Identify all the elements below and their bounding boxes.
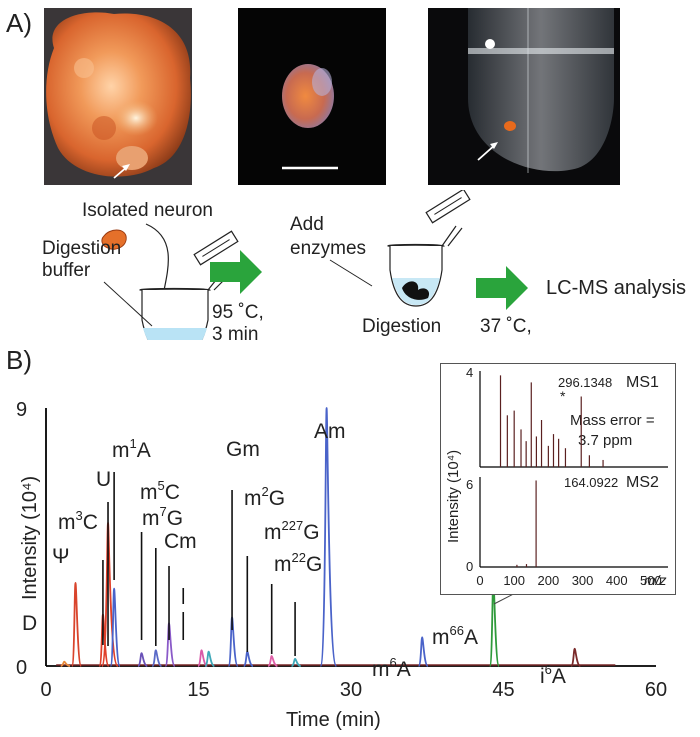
peak-label-10: m227G — [264, 518, 320, 544]
ms2-ytick-top: 6 — [466, 477, 473, 492]
x-tick-0: 0 — [40, 679, 51, 701]
peak-unlabeled-8 — [197, 649, 208, 667]
neuron-photo-isolated — [238, 8, 386, 185]
peak-m6A — [417, 636, 429, 667]
peak-label-15: i6A — [540, 662, 566, 688]
inset-x-tick-300: 300 — [572, 573, 594, 588]
ms2-ytick-bottom: 0 — [466, 559, 473, 574]
neuron-photo-ganglion — [44, 8, 192, 185]
peak-label-6: m7G — [142, 504, 184, 530]
peak-Gm — [227, 616, 239, 667]
peak-U — [101, 521, 119, 667]
neuron-photo-tube — [428, 8, 620, 185]
peak-label-14: m66A — [432, 623, 478, 649]
peak-Am — [319, 407, 338, 667]
inset-x-tick-100: 100 — [503, 573, 525, 588]
digestion-label: Digestion — [362, 316, 441, 337]
x-tick-60: 60 — [645, 679, 667, 701]
ms1-bars — [499, 375, 604, 467]
ms2-label: MS2 — [626, 474, 659, 491]
x-tick-30: 30 — [340, 679, 362, 701]
peak-m7G — [151, 649, 162, 667]
lcms-label: LC-MS analysis — [546, 277, 686, 299]
ms2-bars — [516, 480, 537, 567]
panel-b-label: B) — [6, 345, 32, 375]
condition-1-line2: 3 min — [212, 324, 258, 340]
x-tick-45: 45 — [492, 679, 514, 701]
peak-m227G — [267, 655, 278, 667]
peak-label-5: m5C — [140, 478, 180, 504]
peak-label-12: Am — [314, 420, 346, 443]
y-tick-0: 0 — [16, 657, 27, 679]
peak-m1A — [109, 587, 121, 667]
inset-x-tick-400: 400 — [606, 573, 628, 588]
peak-label-1: Ψ — [52, 545, 70, 568]
peak-label-7: Cm — [164, 530, 197, 553]
isolated-neuron-label: Isolated neuron — [82, 200, 213, 221]
condition-2-line1: 37 ˚C, — [480, 316, 532, 337]
y-tick-9: 9 — [16, 399, 27, 421]
panel-a-label: A) — [6, 8, 32, 38]
digestion-buffer-label-1: Digestion — [42, 238, 121, 259]
inset-x-tick-500: 500 — [640, 573, 662, 588]
peak-label-9: m2G — [244, 484, 286, 510]
ms1-ytick: 4 — [466, 365, 473, 380]
ms1-label: MS1 — [626, 374, 659, 391]
ms-inset: 4 6 0 Intensity (10⁴) MS1 MS2 296.1348 *… — [440, 363, 676, 595]
green-arrow-2 — [476, 266, 528, 310]
buffer-pointer — [103, 281, 153, 327]
mass-error-line1: Mass error = — [570, 412, 655, 429]
condition-1-line1: 95 ˚C, — [212, 302, 264, 323]
x-tick-15: 15 — [187, 679, 209, 701]
add-enzymes-label-2: enzymes — [290, 238, 366, 259]
ms1-star: * — [560, 388, 566, 404]
peak-D — [60, 660, 71, 667]
peak-m5C — [137, 652, 148, 667]
inset-xlabel: m/z — [644, 572, 667, 588]
neuron-blob — [101, 229, 127, 250]
mass-error-line2: 3.7 ppm — [578, 432, 632, 449]
x-axis-label: Time (min) — [286, 709, 381, 731]
peak-m22G — [291, 657, 301, 667]
peak-label-13: m6A — [372, 655, 411, 681]
peak-label-0: D — [22, 612, 38, 635]
digestion-buffer-label-2: buffer — [42, 260, 91, 281]
peak-m2G — [243, 650, 254, 667]
tube-1 — [139, 230, 239, 340]
ms2-peak-value: 164.0922 — [564, 475, 618, 490]
peak-label-8: Gm — [226, 438, 260, 461]
workflow-schematic: Isolated neuron Digestion buffer 95 ˚C, … — [42, 190, 686, 340]
ms1-peak-value: 296.1348 — [558, 375, 612, 390]
peak-label-4: m1A — [112, 436, 151, 462]
condition-2-line2: 3 h — [480, 338, 506, 340]
peak-Ψ — [71, 581, 83, 667]
peak-Cm — [164, 622, 176, 667]
inset-x-ticks: 0 100 200 300 400 500 — [476, 573, 661, 588]
peak-i6A — [570, 647, 581, 667]
tube-2 — [387, 190, 471, 307]
y-axis-label: Intensity (10⁴) — [19, 476, 41, 600]
peak-label-2: m3C — [58, 508, 98, 534]
add-enzymes-label-1: Add — [290, 214, 324, 235]
inset-ylabel: Intensity (10⁴) — [445, 450, 462, 543]
green-arrow-1 — [210, 250, 262, 294]
chromatogram-peaks — [56, 407, 616, 667]
inset-x-tick-200: 200 — [538, 573, 560, 588]
inset-x-tick-0: 0 — [476, 573, 483, 588]
peak-label-3: U — [96, 468, 112, 491]
peak-label-11: m22G — [274, 550, 323, 576]
x-ticks: 0 15 30 45 60 — [40, 679, 667, 701]
peak-unlabeled-9 — [204, 650, 215, 667]
